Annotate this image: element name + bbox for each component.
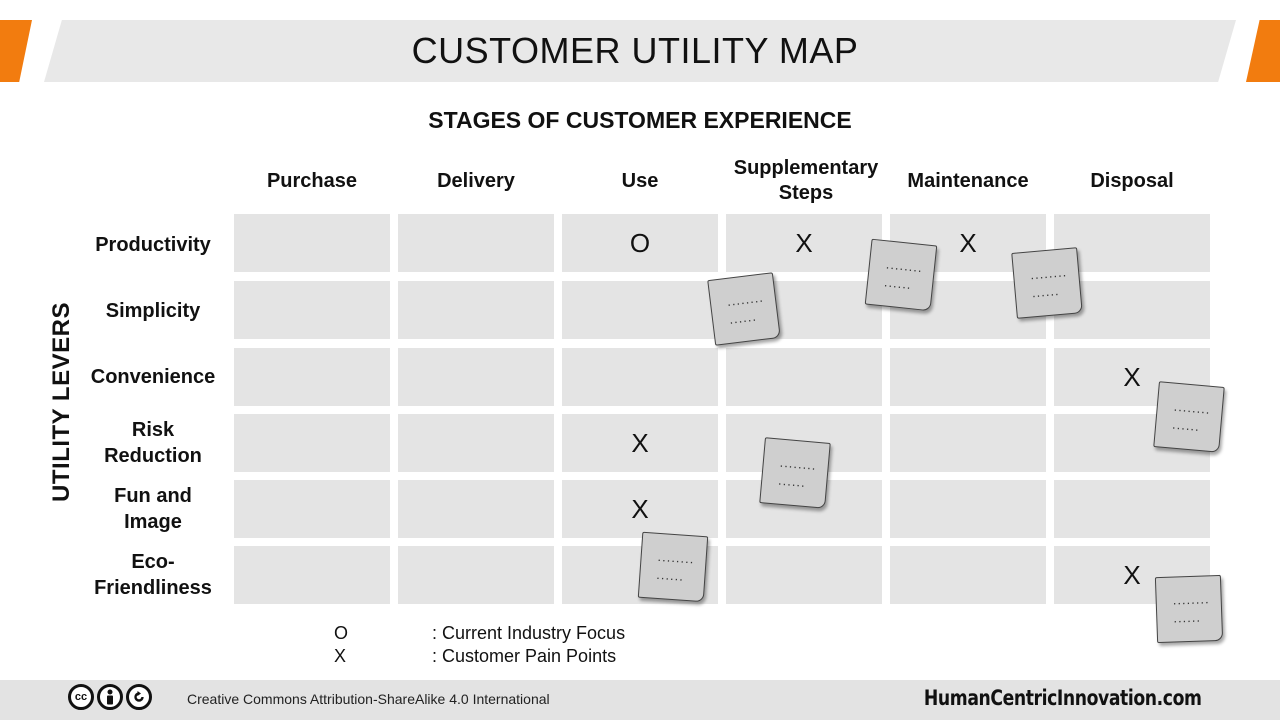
column-header-purchase: Purchase [266,169,358,192]
sticky-note-line: ...... [883,274,913,293]
sticky-note[interactable]: ........ ...... [864,238,938,312]
grid-cell [562,348,718,406]
grid-cell [726,546,882,604]
legend-text-current-focus: : Current Industry Focus [432,623,626,643]
column-header-delivery: Delivery [437,169,515,192]
legend-text-pain-points: : Customer Pain Points [432,646,617,666]
grid-cell [234,281,390,339]
page-title: CUSTOMER UTILITY MAP [411,30,859,71]
row-label-convenience: Convenience [90,366,216,388]
column-header-use: Use [621,169,659,192]
sticky-note[interactable]: ........ ...... [1154,574,1224,644]
grid-cell [1054,480,1210,538]
column-header-maintenance: Maintenance [907,169,1029,192]
grid-cell [890,348,1046,406]
grid-cell [398,546,554,604]
cc-license-badge: cc [68,684,152,710]
sticky-note[interactable]: ........ ...... [1011,247,1083,319]
sticky-note[interactable]: ........ ...... [707,272,781,346]
grid-cell [1054,214,1210,272]
row-label-fun-and-image: Fun and Image [114,485,192,533]
grid-cell [562,281,718,339]
sticky-note-line: ...... [1031,282,1061,301]
title-banner [44,20,1236,82]
column-header-supplementary-steps: Supplementary Steps [733,157,879,204]
grid-cell [234,348,390,406]
grid-cell [398,414,554,472]
footer-bar [0,680,1280,720]
sticky-note-line: ...... [777,472,807,490]
brand-logo-text[interactable]: HumanCentricInnovation.com [924,686,1202,710]
sticky-note-line: ...... [1173,609,1202,626]
sticky-note[interactable]: ........ ...... [1153,381,1225,453]
row-label-risk-reduction: Risk Reduction [104,419,202,467]
attribution-icon [97,684,123,710]
grid-cell [890,480,1046,538]
sticky-note[interactable]: ........ ...... [637,531,709,603]
grid-cell: O [562,214,718,272]
sticky-note-line: ...... [1171,416,1201,434]
grid-cell [234,414,390,472]
legend-symbol-o: O [334,623,349,643]
grid-cell [726,348,882,406]
cc-icon: cc [68,684,94,710]
grid-cell [890,414,1046,472]
grid-cell [234,546,390,604]
row-label-productivity: Productivity [95,234,211,256]
grid-cell [398,281,554,339]
sticky-note-line: ........ [1172,591,1210,608]
legend-symbol-x: X [334,646,347,666]
row-label-simplicity: Simplicity [105,300,201,322]
license-text: Creative Commons Attribution-ShareAlike … [187,691,550,707]
column-header-disposal: Disposal [1090,169,1174,192]
grid-cell [234,480,390,538]
utility-levers-label: UTILITY LEVERS [48,302,75,502]
grid-cell [398,348,554,406]
grid-cell [398,214,554,272]
share-alike-icon [126,684,152,710]
share-alike-arrow-icon [134,691,144,702]
grid-cell [398,480,554,538]
person-icon [107,689,113,705]
stages-heading: STAGES OF CUSTOMER EXPERIENCE [428,107,852,133]
sticky-note[interactable]: ........ ...... [759,437,831,509]
sticky-note-line: ...... [655,566,685,584]
grid-cell: X [562,414,718,472]
grid-cell: X [562,480,718,538]
grid-cell [234,214,390,272]
grid-cell [890,546,1046,604]
row-label-eco-friendliness: Eco-Friendliness [94,551,212,599]
grid-cell: X [726,214,882,272]
